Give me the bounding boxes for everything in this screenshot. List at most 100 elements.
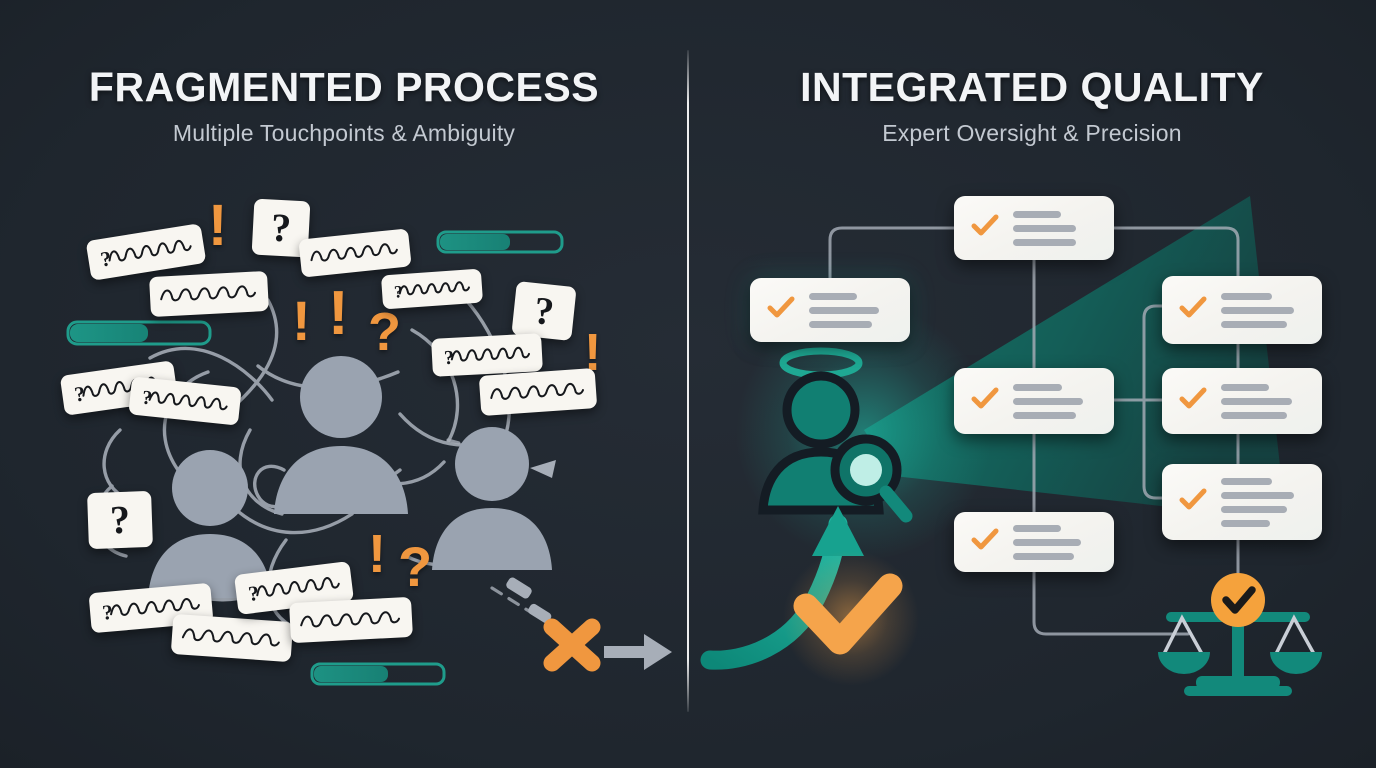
card-check-wrap xyxy=(970,213,1000,244)
right-panel-heading: INTEGRATED QUALITY Expert Oversight & Pr… xyxy=(688,64,1376,147)
success-check-icon xyxy=(793,573,903,655)
left-panel-fragmented-process: ?????????? !!!?!!? xyxy=(59,193,672,686)
sticky-note: ? xyxy=(511,281,577,341)
card-text-line xyxy=(1013,538,1081,546)
card-check-wrap xyxy=(766,295,796,326)
svg-text:?: ? xyxy=(101,600,114,625)
exclamation-mark-icon: ! xyxy=(208,193,228,258)
card-text-lines xyxy=(1221,383,1306,419)
card-text-lines xyxy=(1221,292,1306,328)
card-text-lines xyxy=(1013,210,1098,246)
card-text-line xyxy=(1221,383,1269,391)
checkmark-icon xyxy=(971,214,999,235)
sticky-note xyxy=(170,613,294,663)
card-check-wrap xyxy=(1178,386,1208,417)
sticky-note xyxy=(289,596,413,644)
sticky-note: ? xyxy=(87,490,153,550)
card-text-line xyxy=(1221,505,1288,513)
failure-x-icon xyxy=(543,618,601,672)
question-mark-glyph: ? xyxy=(269,204,293,251)
card-check-wrap xyxy=(970,386,1000,417)
card-right-upper[interactable] xyxy=(1162,276,1322,344)
card-text-line xyxy=(1013,210,1061,218)
card-text-line xyxy=(1013,224,1076,232)
card-text-line xyxy=(1221,491,1295,499)
svg-text:?: ? xyxy=(99,246,113,271)
card-text-lines xyxy=(1013,383,1098,419)
card-left-upper[interactable] xyxy=(750,278,910,342)
card-bottom-left[interactable] xyxy=(954,512,1114,572)
sticky-note xyxy=(478,368,598,416)
expert-oversight-icon xyxy=(758,347,913,523)
exclamation-mark-icon: ! xyxy=(368,524,386,584)
card-check-wrap xyxy=(1178,487,1208,518)
card-text-line xyxy=(1013,397,1083,405)
sticky-note: ? xyxy=(85,223,207,281)
card-text-line xyxy=(1221,477,1272,485)
card-text-line xyxy=(1221,397,1293,405)
card-text-line xyxy=(1013,524,1061,532)
card-text-line xyxy=(1221,320,1288,328)
svg-text:?: ? xyxy=(73,381,87,406)
checkmark-icon xyxy=(1179,387,1207,408)
card-top-center[interactable] xyxy=(954,196,1114,260)
card-text-line xyxy=(809,306,879,314)
checkmark-icon xyxy=(971,387,999,408)
card-mid-center[interactable] xyxy=(954,368,1114,434)
person-silhouette-3 xyxy=(432,427,552,570)
svg-text:?: ? xyxy=(247,581,260,606)
sticky-note xyxy=(298,228,412,278)
checkmark-icon xyxy=(1179,488,1207,509)
teal-progress-bar-2 xyxy=(436,230,564,254)
incoming-arrow-head xyxy=(530,460,556,478)
exclamation-mark-icon: ! xyxy=(328,279,349,348)
card-text-line xyxy=(1013,552,1075,560)
teal-progress-bar-3 xyxy=(310,662,446,686)
sticky-note: ? xyxy=(233,561,355,615)
balance-scales-icon xyxy=(1158,573,1322,696)
failure-path xyxy=(506,577,552,623)
person-silhouette-2 xyxy=(274,356,408,514)
card-check-wrap xyxy=(970,527,1000,558)
card-right-mid[interactable] xyxy=(1162,368,1322,434)
card-text-line xyxy=(1013,411,1076,419)
question-mark-icon: ? xyxy=(368,302,401,362)
outcome-arrow-icon xyxy=(604,634,672,670)
card-text-line xyxy=(1013,383,1063,391)
question-mark-icon: ? xyxy=(398,535,433,598)
checkmark-icon xyxy=(971,528,999,549)
card-right-lower[interactable] xyxy=(1162,464,1322,540)
right-panel-integrated-quality xyxy=(688,0,1376,768)
card-text-lines xyxy=(1221,477,1306,527)
sticky-note: ? xyxy=(128,376,242,426)
card-text-line xyxy=(1013,238,1076,246)
panel-divider xyxy=(687,50,689,712)
exclamation-mark-icon: ! xyxy=(584,324,602,382)
checkmark-icon xyxy=(1179,296,1207,317)
card-text-line xyxy=(809,320,872,328)
sticky-note: ? xyxy=(431,333,543,377)
card-text-line xyxy=(809,292,857,300)
sticky-note: ? xyxy=(380,268,484,310)
card-check-wrap xyxy=(1178,295,1208,326)
sticky-note: ? xyxy=(88,582,214,634)
card-text-line xyxy=(1221,519,1271,527)
flow-connector-lines xyxy=(828,226,1240,636)
question-mark-glyph: ? xyxy=(532,288,556,334)
svg-text:?: ? xyxy=(141,387,153,410)
left-panel-title: FRAGMENTED PROCESS xyxy=(88,64,600,110)
left-panel-heading: FRAGMENTED PROCESS Multiple Touchpoints … xyxy=(0,64,688,147)
exclamation-mark-icon: ! xyxy=(292,289,311,352)
sticky-note xyxy=(149,270,269,318)
checkmark-icon xyxy=(767,296,795,317)
card-text-lines xyxy=(809,292,894,328)
card-text-line xyxy=(1221,306,1295,314)
teal-progress-bar-1 xyxy=(66,320,212,346)
svg-text:?: ? xyxy=(393,282,403,302)
card-text-lines xyxy=(1013,524,1098,560)
card-text-line xyxy=(1221,411,1288,419)
right-panel-subtitle: Expert Oversight & Precision xyxy=(882,120,1182,146)
left-panel-subtitle: Multiple Touchpoints & Ambiguity xyxy=(172,120,516,146)
question-mark-glyph: ? xyxy=(109,496,131,543)
